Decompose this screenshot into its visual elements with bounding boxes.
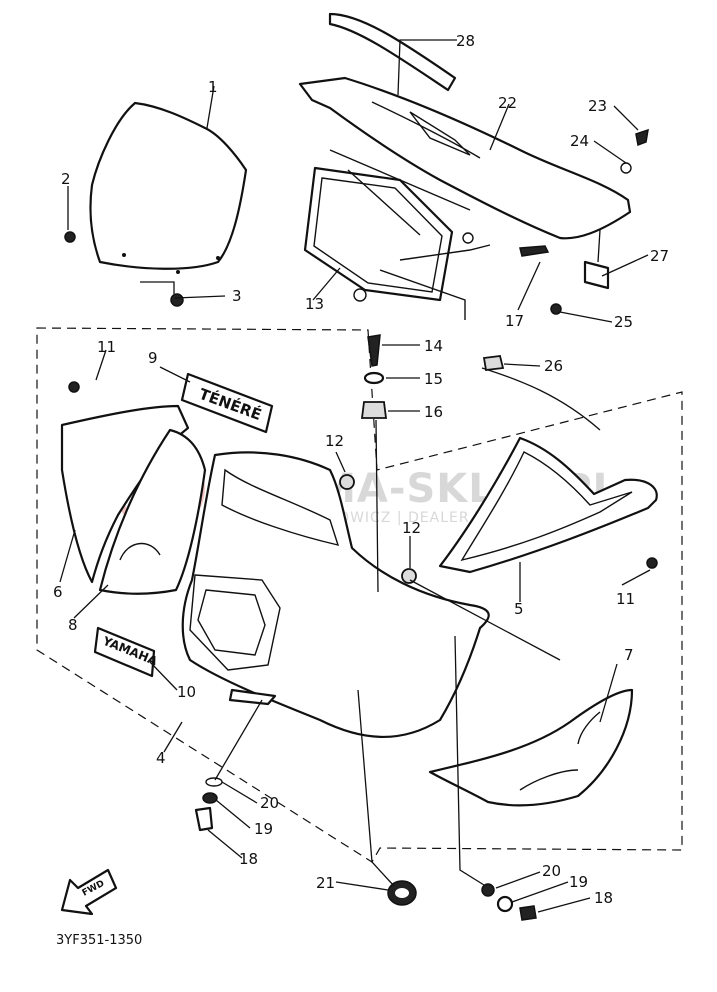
part-collar <box>363 371 385 385</box>
callout-6: 6 <box>53 583 63 601</box>
callout-16: 16 <box>424 403 443 421</box>
callout-27: 27 <box>650 247 669 265</box>
callout-28: 28 <box>456 32 475 50</box>
callout-22: 22 <box>498 94 517 112</box>
callout-1: 1 <box>208 78 218 96</box>
part-collar <box>496 895 514 913</box>
part-nut <box>550 303 562 315</box>
callout-14: 14 <box>424 337 443 355</box>
callout-13: 13 <box>305 295 324 313</box>
diagram-code: 3YF351-1350 <box>56 933 142 948</box>
callout-3: 3 <box>232 287 242 305</box>
callout-8: 8 <box>68 616 78 634</box>
callout-18b: 18 <box>594 889 613 907</box>
part-graphic-panel-left <box>98 428 207 595</box>
part-washer <box>205 777 223 787</box>
callout-5: 5 <box>514 600 524 618</box>
part-screw <box>635 128 649 147</box>
callout-12b: 12 <box>402 519 421 537</box>
callout-18a: 18 <box>239 850 258 868</box>
callout-2: 2 <box>61 170 71 188</box>
callout-12a: 12 <box>325 432 344 450</box>
part-bolt <box>519 245 550 257</box>
part-upper-cover <box>298 76 632 240</box>
fwd-arrow-icon: FWD <box>60 868 118 916</box>
callout-19a: 19 <box>254 820 273 838</box>
part-collar <box>202 792 218 804</box>
callout-25: 25 <box>614 313 633 331</box>
part-grommet <box>360 401 388 419</box>
callout-20a: 20 <box>260 794 279 812</box>
callout-24: 24 <box>570 132 589 150</box>
part-graphic-panel-right <box>428 688 634 807</box>
part-bolt <box>194 806 214 832</box>
part-grommet <box>482 355 505 371</box>
callout-10: 10 <box>177 683 196 701</box>
part-windshield <box>89 101 248 270</box>
callout-9: 9 <box>148 349 158 367</box>
callout-26: 26 <box>544 357 563 375</box>
part-screw <box>367 334 381 367</box>
part-bracket <box>583 260 610 290</box>
leader-lines <box>59 39 651 913</box>
callout-7: 7 <box>624 646 634 664</box>
part-grommet <box>339 474 355 490</box>
callout-23: 23 <box>588 97 607 115</box>
part-side-panel-right <box>438 436 658 574</box>
part-nut <box>64 231 76 243</box>
callout-11a: 11 <box>97 338 116 356</box>
part-headlight-stay <box>303 149 491 320</box>
part-upper-trim <box>328 12 457 92</box>
callout-19b: 19 <box>569 873 588 891</box>
part-washer <box>620 162 632 174</box>
callout-4: 4 <box>156 749 166 767</box>
callout-21: 21 <box>316 874 335 892</box>
part-bolt <box>519 905 537 921</box>
part-decal-tenere: TÉNÉRÉ <box>180 372 274 434</box>
callout-20b: 20 <box>542 862 561 880</box>
callout-11b: 11 <box>616 590 635 608</box>
part-grommet <box>401 568 417 584</box>
callout-15: 15 <box>424 370 443 388</box>
part-decal-yamaha: YAMAHA <box>93 626 160 678</box>
part-screw <box>68 381 80 393</box>
callout-17: 17 <box>505 312 524 330</box>
part-screw <box>646 557 658 569</box>
part-nut <box>170 293 184 307</box>
callout-labels: 1 2 3 4 5 6 7 8 9 10 11 11 12 12 13 14 1… <box>53 32 669 907</box>
part-washer <box>481 883 495 897</box>
